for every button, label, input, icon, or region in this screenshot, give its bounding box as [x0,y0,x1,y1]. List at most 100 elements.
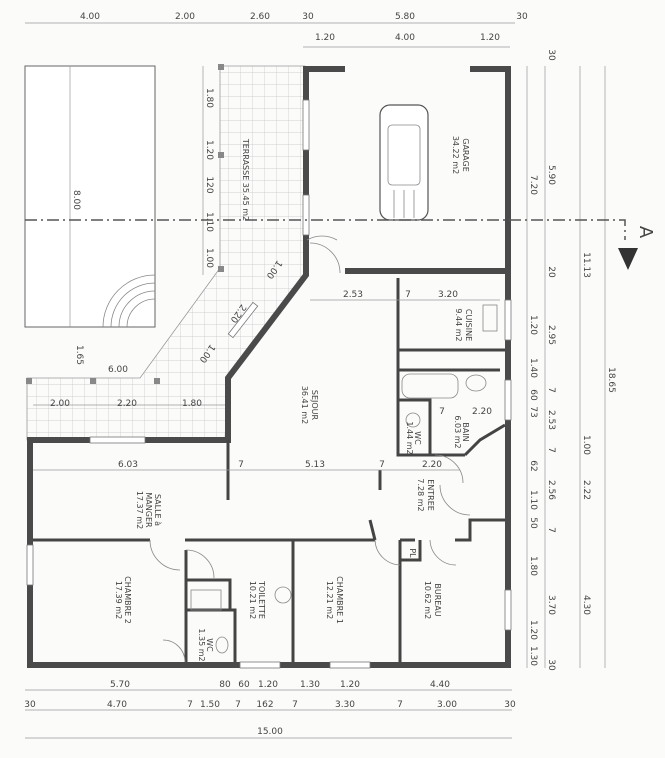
room-chambre1-area: 12.21 m2 [325,581,334,619]
dim-label: 2.56 [546,480,556,500]
room-bureau-name: BUREAU [433,583,442,616]
dim-label: 2.53 [546,410,556,430]
dimension-lines [25,22,606,739]
dim-label: 1.30 [300,680,320,690]
dim-label: 73 [528,406,538,417]
bathtub [401,373,459,399]
room-entree-name: ENTREE [426,479,435,511]
dim-label: 30 [546,49,556,61]
toilet [405,412,421,428]
room-entree-area: 7.28 m2 [416,478,425,511]
dim-label: 2.20 [422,460,442,470]
dim-total-width: 15.00 [257,727,283,737]
dim-label: 3.70 [546,595,556,615]
toilet [215,636,229,654]
room-wc-area: 1.44 m2 [405,421,414,454]
dim-label: 2.22 [581,480,591,500]
room-toilette-area: 10.21 m2 [248,581,257,619]
dim-label: 1.20 [528,620,538,640]
dim-label: 6.00 [108,365,128,375]
dim-label: 5.90 [546,165,556,185]
dim-label: 2.20 [472,407,492,417]
section-arrow-icon [618,248,638,270]
dim-label: 7 [235,700,241,710]
dim-label: 7 [439,407,445,417]
dim-label: 7 [187,700,193,710]
room-salle-name: SALLE à [153,494,162,526]
pool-length: 8.00 [71,190,81,210]
room-toilette-name: TOILETTE [257,580,266,619]
dim-label: 7 [238,460,244,470]
dim-label: 80 [219,680,231,690]
room-wc-name: WC [413,431,422,445]
dim-label: 30 [302,12,314,22]
right-dimensions: 7.20 1.20 1.40 60 73 62 1.10 50 1.80 1.2… [528,49,616,671]
kitchen-sink [482,304,498,332]
fixtures [190,304,498,654]
dim-label: 1.80 [182,399,202,409]
room-placard: PL [408,548,417,558]
dim-label: 1.30 [528,646,538,666]
pillar [154,378,160,384]
dim-label: 4.00 [80,12,100,22]
dim-label: 4.40 [430,680,450,690]
room-bain-name: BAIN [461,422,470,441]
dim-label: 7 [546,527,556,533]
dim-label: 2.20 [117,399,137,409]
dim-label: 3.00 [437,700,457,710]
room-wc2-name: WC [205,638,214,652]
dim-label: 7 [397,700,403,710]
pillar [218,152,224,158]
pool-steps [102,274,156,328]
dim-label: 1.10 [528,490,538,510]
room-chambre1-name: CHAMBRE 1 [335,576,344,624]
pool [24,65,156,328]
dim-label: 7 [292,700,298,710]
room-chambre2-name: CHAMBRE 2 [123,576,132,624]
dim-label: 5.13 [305,460,325,470]
dim-label: 50 [528,517,538,529]
dim-label: 1.10 [204,212,214,232]
room-cuisine-area: 9.44 m2 [454,308,463,341]
dim-label: 3.30 [335,700,355,710]
room-chambre2-area: 17.39 m2 [114,581,123,619]
room-sejour-area: 36.41 m2 [300,386,309,424]
room-salle-name2: MANGER [144,492,153,528]
dim-label: 30 [504,700,516,710]
dim-total-length: 18.65 [606,367,616,393]
dim-label: 30 [546,659,556,671]
room-garage-name: GARAGE [461,138,470,172]
section-line: A [25,219,656,270]
dim-label: 7 [546,447,556,453]
dim-label: 62 [528,460,538,471]
dim-label: 11.13 [581,252,591,278]
sink [274,586,292,604]
dim-label: 4.00 [395,33,415,43]
room-cuisine-name: CUISINE [464,309,473,341]
dim-label: 162 [256,700,273,710]
room-wc2-area: 1.35 m2 [197,628,206,661]
bottom-dimensions: 5.70 80 60 1.20 1.30 1.20 4.40 30 4.70 7… [24,680,516,737]
dim-label: 1.50 [200,700,220,710]
dim-label: 3.20 [438,290,458,300]
interior-walls [33,278,506,662]
pillar [26,378,32,384]
dim-label: 7.20 [528,175,538,195]
dim-label: 20 [546,266,556,278]
dim-label: 2.00 [50,399,70,409]
dim-label: 2.60 [250,12,270,22]
section-label: A [635,226,656,239]
room-bain-area: 6.03 m2 [453,415,462,448]
dim-label: 1.20 [258,680,278,690]
dim-label: 1.40 [528,358,538,378]
dim-label: 1.00 [581,435,591,455]
dim-label: 5.80 [395,12,415,22]
dim-label: 5.70 [110,680,130,690]
dim-label: 30 [516,12,528,22]
dim-label: 2.53 [343,290,363,300]
interior-dimensions: 2.53 7 3.20 7 2.20 6.03 7 5.13 7 2.20 [118,290,492,470]
pillar [218,64,224,70]
shower [190,589,222,611]
room-sejour-name: SEJOUR [310,390,319,421]
